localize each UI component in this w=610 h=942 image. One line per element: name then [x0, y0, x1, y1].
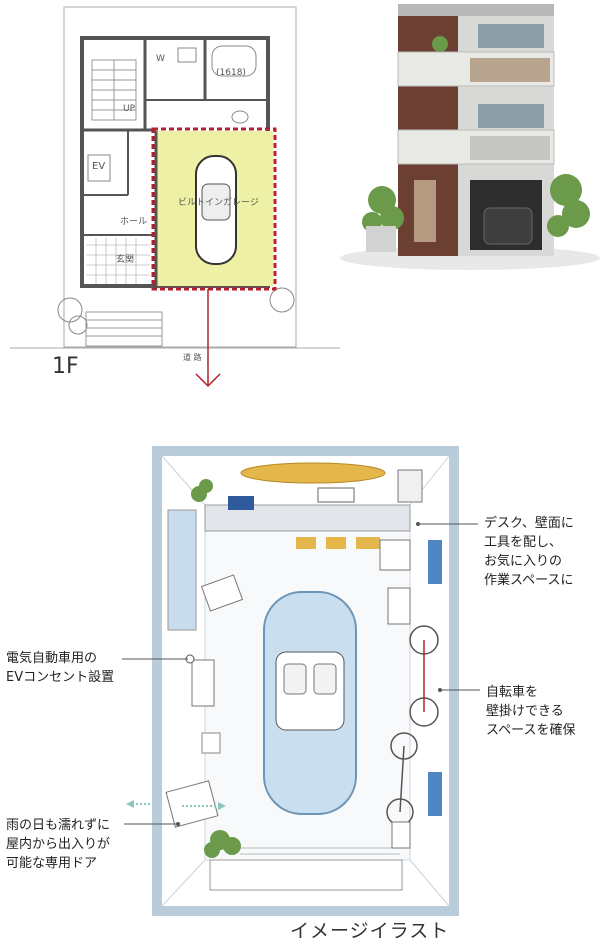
room-label-garage: ビルトインガレージ: [178, 198, 259, 208]
shelf-model-car: [228, 496, 254, 510]
callout-door-line: 雨の日も濡れずに: [6, 818, 111, 833]
callout-desk-line: 作業スペースに: [484, 573, 574, 588]
desk-stool: [379, 539, 411, 571]
road-label: 道 路: [183, 353, 202, 362]
illustration-car: [263, 591, 357, 815]
callout-desk-line: デスク、壁面に: [484, 516, 574, 531]
storage-box: [201, 732, 221, 754]
callout-bicycle-line: 壁掛けできる: [486, 704, 564, 719]
planter-wall: [366, 226, 396, 252]
callout-bicycle-line: 自転車を: [486, 685, 539, 700]
callout-leaders: [122, 523, 480, 825]
garage-dashed-border: [151, 127, 277, 291]
bottom-right-box: [391, 821, 411, 849]
shutter-lines: [240, 847, 400, 855]
callout-bicycle: 自転車を 壁掛けできる スペースを確保: [486, 683, 575, 740]
ev-box: [87, 154, 111, 182]
callout-ev-line: 電気自動車用の: [6, 651, 98, 666]
entrance-tiles: [86, 238, 150, 284]
callout-ev-outlet: 電気自動車用の EVコンセント設置: [6, 649, 114, 687]
bathtub: [211, 45, 257, 77]
room-label-ev: EV: [92, 161, 106, 172]
right-storage: [387, 587, 411, 625]
balcony-3f-screen: [470, 136, 550, 160]
door-arrow-left: [126, 800, 134, 808]
right-window-top: [428, 540, 442, 584]
roof-parapet: [398, 4, 554, 16]
callout-dot-desk: [416, 522, 420, 526]
bicycle-1: [409, 625, 439, 727]
floor-label: 1F: [52, 354, 79, 379]
toilet: [231, 110, 249, 124]
callout-door: 雨の日も濡れずに 屋内から出入りが 可能な専用ドア: [6, 816, 110, 873]
garage-shutter: [209, 859, 403, 891]
plan-car: [195, 155, 237, 265]
left-window: [167, 509, 197, 631]
callout-door-line: 可能な専用ドア: [6, 856, 98, 871]
front-steps: [85, 311, 163, 347]
front-plants: [57, 287, 295, 335]
shelf-drawers: [296, 537, 380, 549]
door-arrow-right: [218, 802, 226, 810]
door-arrows: [132, 803, 220, 807]
illustration-caption: イメージイラスト: [290, 920, 450, 942]
callout-door-line: 屋内から出入りが: [6, 837, 111, 852]
bicycle-2: [386, 732, 418, 826]
room-label-w: W: [156, 54, 165, 64]
side-door: [165, 780, 219, 828]
plant-bottom-left: [204, 830, 241, 858]
window-top: [478, 24, 544, 48]
callout-dot-bicycle: [438, 688, 442, 692]
room-label-up: UP: [123, 104, 136, 114]
stairs: [91, 59, 137, 121]
callout-desk: デスク、壁面に 工具を配し、 お気に入りの 作業スペースに: [484, 514, 574, 590]
wall-pegboard: [397, 469, 423, 503]
callout-bicycle-line: スペースを確保: [486, 723, 576, 738]
exterior-car: [483, 207, 533, 245]
callout-desk-line: 工具を配し、: [484, 535, 563, 550]
window-mid: [478, 104, 544, 128]
balcony-2f-screen: [470, 58, 550, 82]
callout-dot-door: [176, 822, 180, 826]
site-outline: [63, 6, 297, 348]
surfboard: [240, 462, 386, 484]
right-window-bottom: [428, 772, 442, 816]
room-label-entrance: 玄関: [116, 255, 135, 265]
callout-ev-line: EVコンセント設置: [6, 670, 115, 685]
chair: [200, 574, 244, 612]
room-label-hall: ホール: [120, 217, 148, 227]
entrance-door: [414, 180, 436, 242]
arrow-head: [195, 373, 221, 388]
ev-cabinet: [191, 659, 215, 707]
plant-top-left: [191, 479, 213, 502]
sink: [177, 47, 197, 63]
shelf-box: [317, 487, 355, 503]
room-label-size: (1618): [216, 68, 246, 78]
callout-desk-line: お気に入りの: [484, 554, 563, 569]
